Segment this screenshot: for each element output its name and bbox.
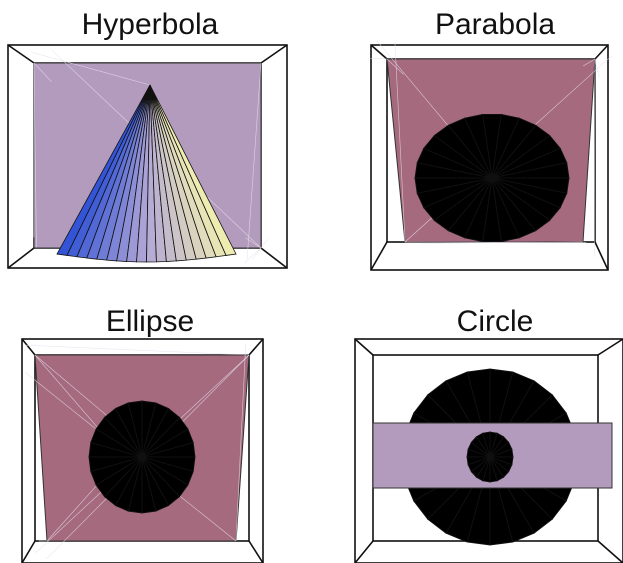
frame-outer xyxy=(7,44,288,269)
frame-edge xyxy=(354,540,374,563)
plane-facet-line xyxy=(235,343,247,542)
plane-facet-line xyxy=(245,237,262,249)
frame-edge xyxy=(21,338,36,356)
plane-facet-line xyxy=(33,62,37,248)
cone-wedge xyxy=(491,162,570,179)
frame-edge xyxy=(594,241,609,271)
plane-facet-line xyxy=(31,52,151,86)
plane-facet-line xyxy=(260,239,269,249)
hyperbola-title: Hyperbola xyxy=(81,8,219,41)
circle-cone-wheel-inner xyxy=(466,431,514,483)
frame-edge xyxy=(370,241,388,271)
circle-title: Circle xyxy=(456,305,534,338)
frame-outer xyxy=(21,338,264,563)
plane-facet-line xyxy=(25,344,250,356)
frame-edge xyxy=(260,247,288,269)
cone-wedge xyxy=(141,441,196,458)
plane-facet-line xyxy=(594,58,600,79)
frame-edge xyxy=(597,338,623,356)
frame-edge xyxy=(354,338,374,356)
plane-facet-line xyxy=(246,62,262,259)
plane-facet-line xyxy=(252,247,262,260)
frame-edge xyxy=(7,247,35,269)
frame-outer xyxy=(354,338,623,563)
frame-edge xyxy=(260,44,288,64)
frame-edge xyxy=(248,540,264,563)
parabola-title: Parabola xyxy=(434,8,556,41)
ellipse-title: Ellipse xyxy=(105,305,195,338)
plane-facet-line xyxy=(583,58,596,67)
hyperbola-cone xyxy=(56,84,237,263)
plane-facet-line xyxy=(594,58,596,257)
frame-outer xyxy=(370,44,609,271)
frame-edge xyxy=(7,44,35,64)
frame-edge xyxy=(370,44,388,60)
plane-facet-line xyxy=(243,247,262,264)
frame-edge xyxy=(594,44,609,60)
cone-wedge xyxy=(489,448,514,458)
plane-facet-line xyxy=(33,62,52,83)
frame-edge xyxy=(597,540,623,563)
plane-facet-line xyxy=(394,41,406,243)
parabola-cone-wheel xyxy=(414,113,570,243)
cone-facet xyxy=(149,84,237,256)
ellipse-cone-wheel xyxy=(88,400,196,514)
frame-edge xyxy=(21,540,36,563)
plane-facet-line xyxy=(386,58,404,75)
frame-edge xyxy=(248,338,264,356)
